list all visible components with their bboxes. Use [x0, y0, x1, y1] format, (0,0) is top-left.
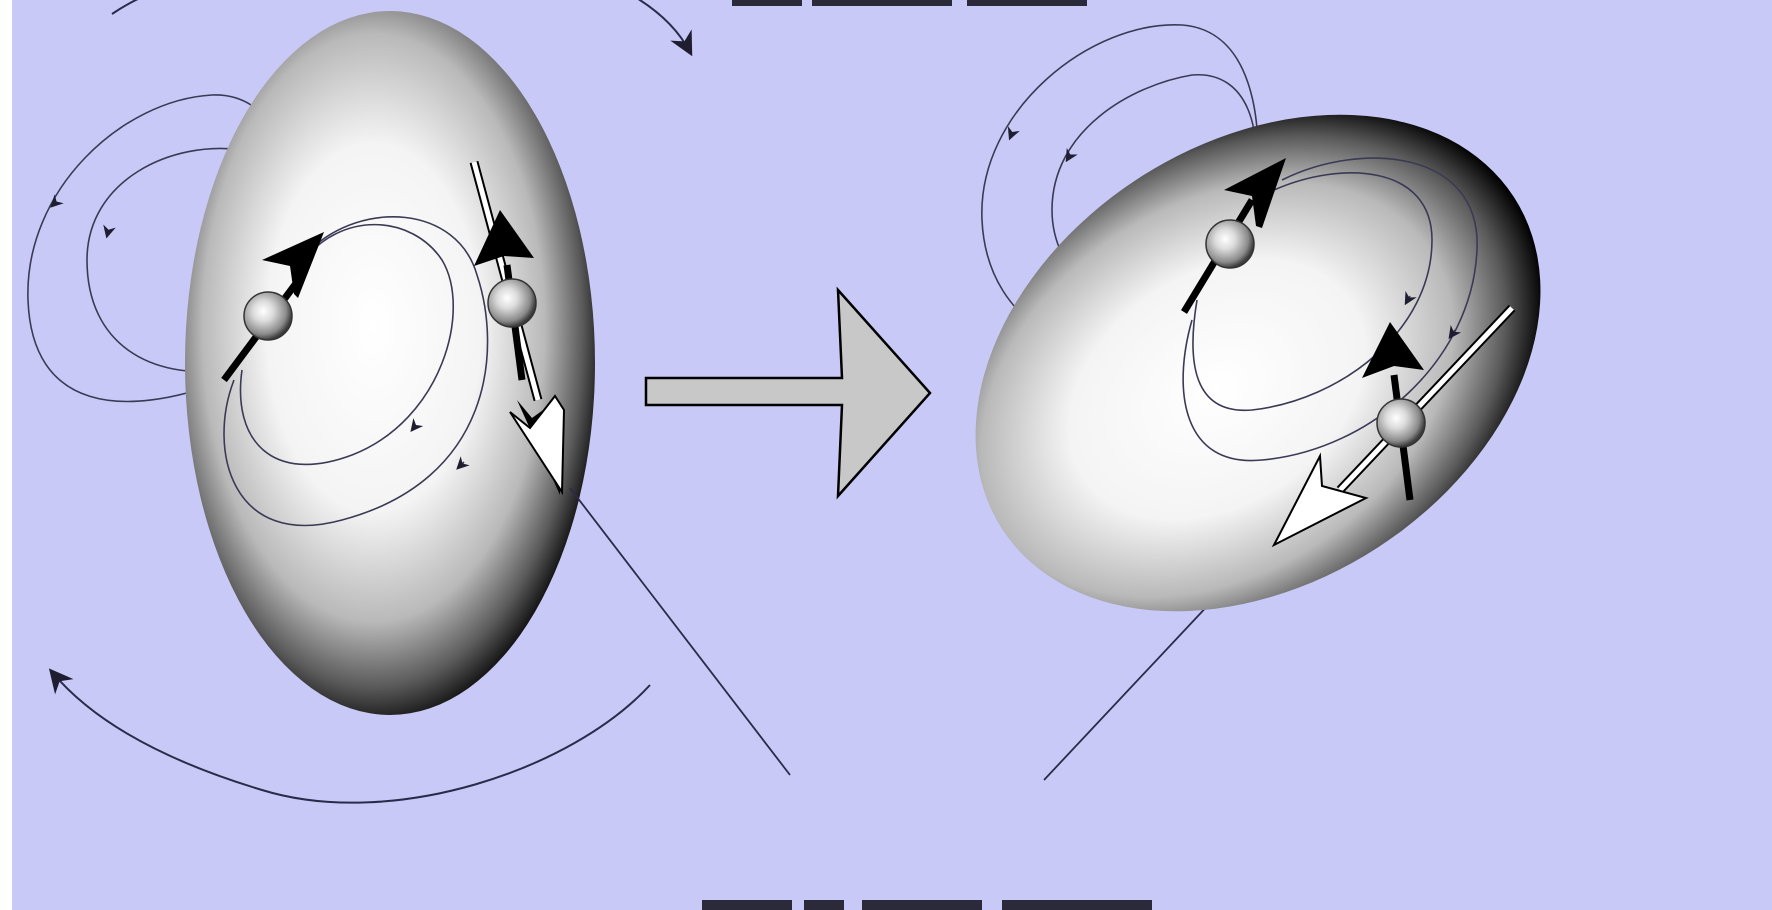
- left-nucleon-1: [244, 292, 292, 340]
- top-left-rotation-arrow: [112, 0, 140, 14]
- left-field-arrow-2: [107, 232, 108, 236]
- right-field-arrow-1: [1010, 133, 1012, 138]
- right-field-arrow-2: [1067, 155, 1070, 160]
- left-nucleon-2: [488, 279, 536, 327]
- left-pointer-line: [570, 488, 790, 775]
- transition-arrow-icon: [646, 290, 930, 496]
- diagram-background: [12, 0, 1772, 910]
- diagram-canvas: [12, 0, 1772, 910]
- right-nucleon-1: [1206, 220, 1254, 268]
- right-nucleus: [882, 12, 1633, 713]
- left-field-arrow-1: [52, 204, 54, 206]
- left-nucleus: [185, 11, 595, 715]
- top-right-rotation-arrow: [630, 0, 690, 52]
- right-nucleon-2: [1377, 399, 1425, 447]
